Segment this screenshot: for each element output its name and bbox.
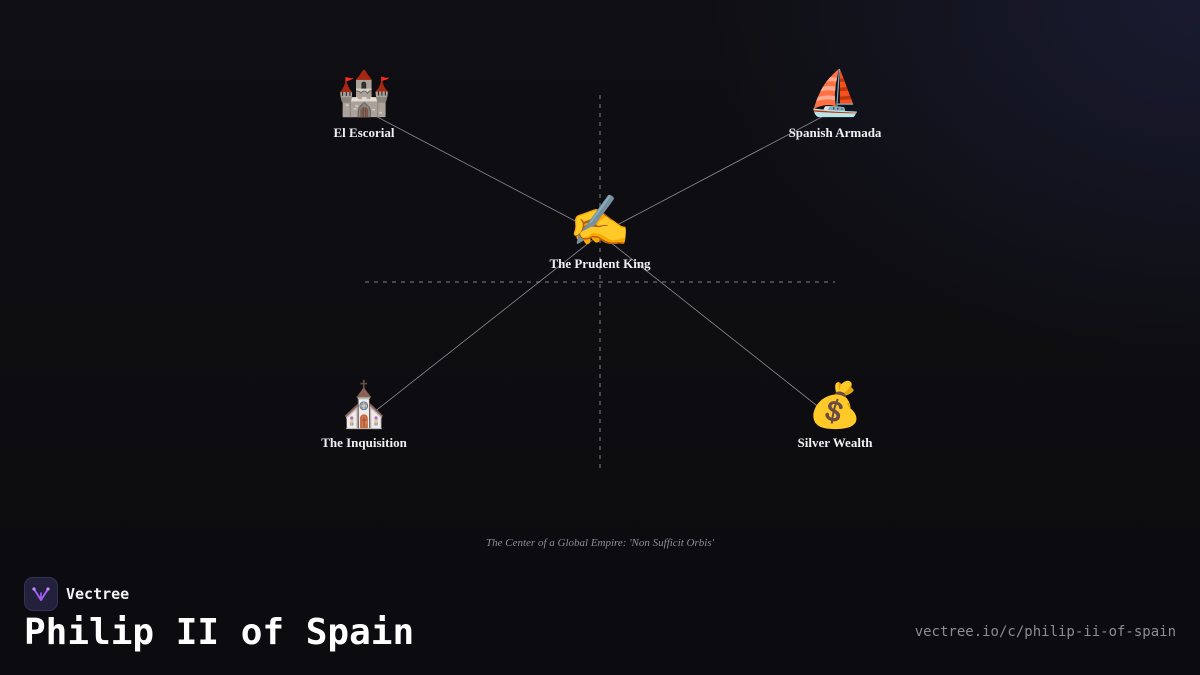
brand-name: Vectree (66, 585, 130, 603)
page-title: Philip II of Spain (24, 612, 415, 653)
node-inquisition[interactable]: ⛪ The Inquisition (321, 378, 407, 450)
money-bag-icon: 💰 (808, 380, 863, 431)
brand[interactable]: Vectree (24, 577, 129, 611)
center-node[interactable]: ✍️ The Prudent King (549, 193, 651, 271)
node-label-inquisition: The Inquisition (321, 435, 407, 450)
node-escorial[interactable]: 🏰 El Escorial (333, 69, 394, 140)
sailboat-icon: ⛵ (808, 68, 863, 118)
vectree-logo-icon (24, 577, 58, 611)
writing-hand-icon: ✍️ (569, 193, 631, 249)
node-label-escorial: El Escorial (333, 125, 394, 140)
church-icon: ⛪ (337, 378, 392, 430)
diagram-caption: The Center of a Global Empire: 'Non Suff… (486, 537, 715, 549)
connector-inquisition (363, 233, 601, 421)
page-url[interactable]: vectree.io/c/philip-ii-of-spain (914, 624, 1176, 640)
connector-silver (599, 233, 836, 421)
connector-armada (599, 109, 836, 235)
node-silver[interactable]: 💰 Silver Wealth (798, 380, 874, 450)
connector-escorial (363, 109, 601, 235)
castle-icon: 🏰 (337, 69, 392, 118)
center-node-label: The Prudent King (549, 256, 651, 271)
node-label-armada: Spanish Armada (789, 125, 882, 140)
node-armada[interactable]: ⛵ Spanish Armada (789, 68, 882, 140)
node-label-silver: Silver Wealth (798, 435, 874, 450)
